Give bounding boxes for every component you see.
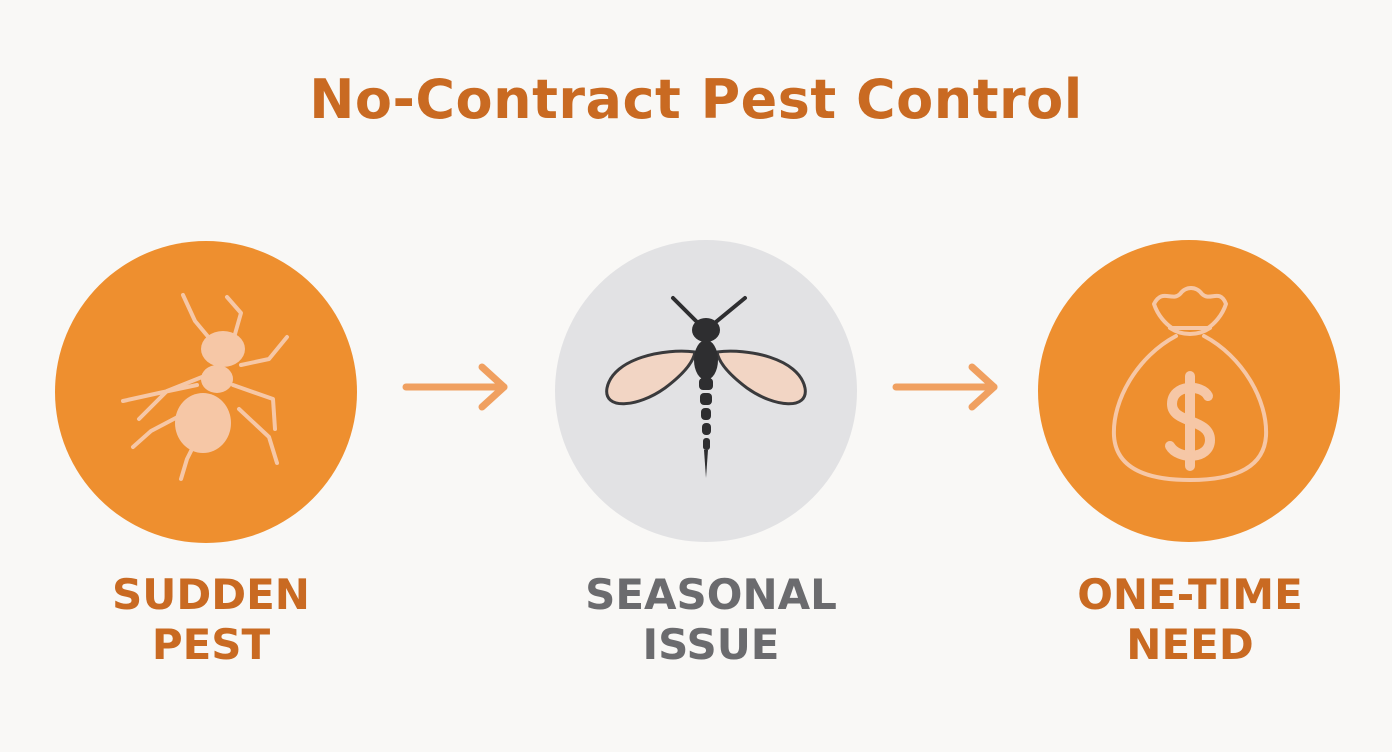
- step-label-seasonal-issue: SEASONAL ISSUE: [551, 570, 871, 670]
- step-label-line: SEASONAL: [585, 570, 837, 619]
- step-label-line: ISSUE: [642, 620, 780, 669]
- step-label-one-time-need: ONE-TIME NEED: [1030, 570, 1350, 670]
- money-bag-icon: [1111, 286, 1269, 482]
- step-label-line: SUDDEN: [112, 570, 310, 619]
- step-label-sudden-pest: SUDDEN PEST: [51, 570, 371, 670]
- one-time-need-circle: [1038, 240, 1340, 542]
- step-label-line: PEST: [151, 620, 271, 669]
- seasonal-issue-circle: [555, 240, 857, 542]
- arrow-right-icon: [402, 363, 508, 411]
- mosquito-icon: [605, 296, 807, 478]
- sudden-pest-circle: [55, 241, 357, 543]
- step-label-line: ONE-TIME: [1077, 570, 1303, 619]
- step-label-line: NEED: [1126, 620, 1254, 669]
- ant-icon: [121, 293, 289, 481]
- arrow-right-icon: [892, 363, 998, 411]
- diagram-title: No-Contract Pest Control: [309, 68, 1083, 131]
